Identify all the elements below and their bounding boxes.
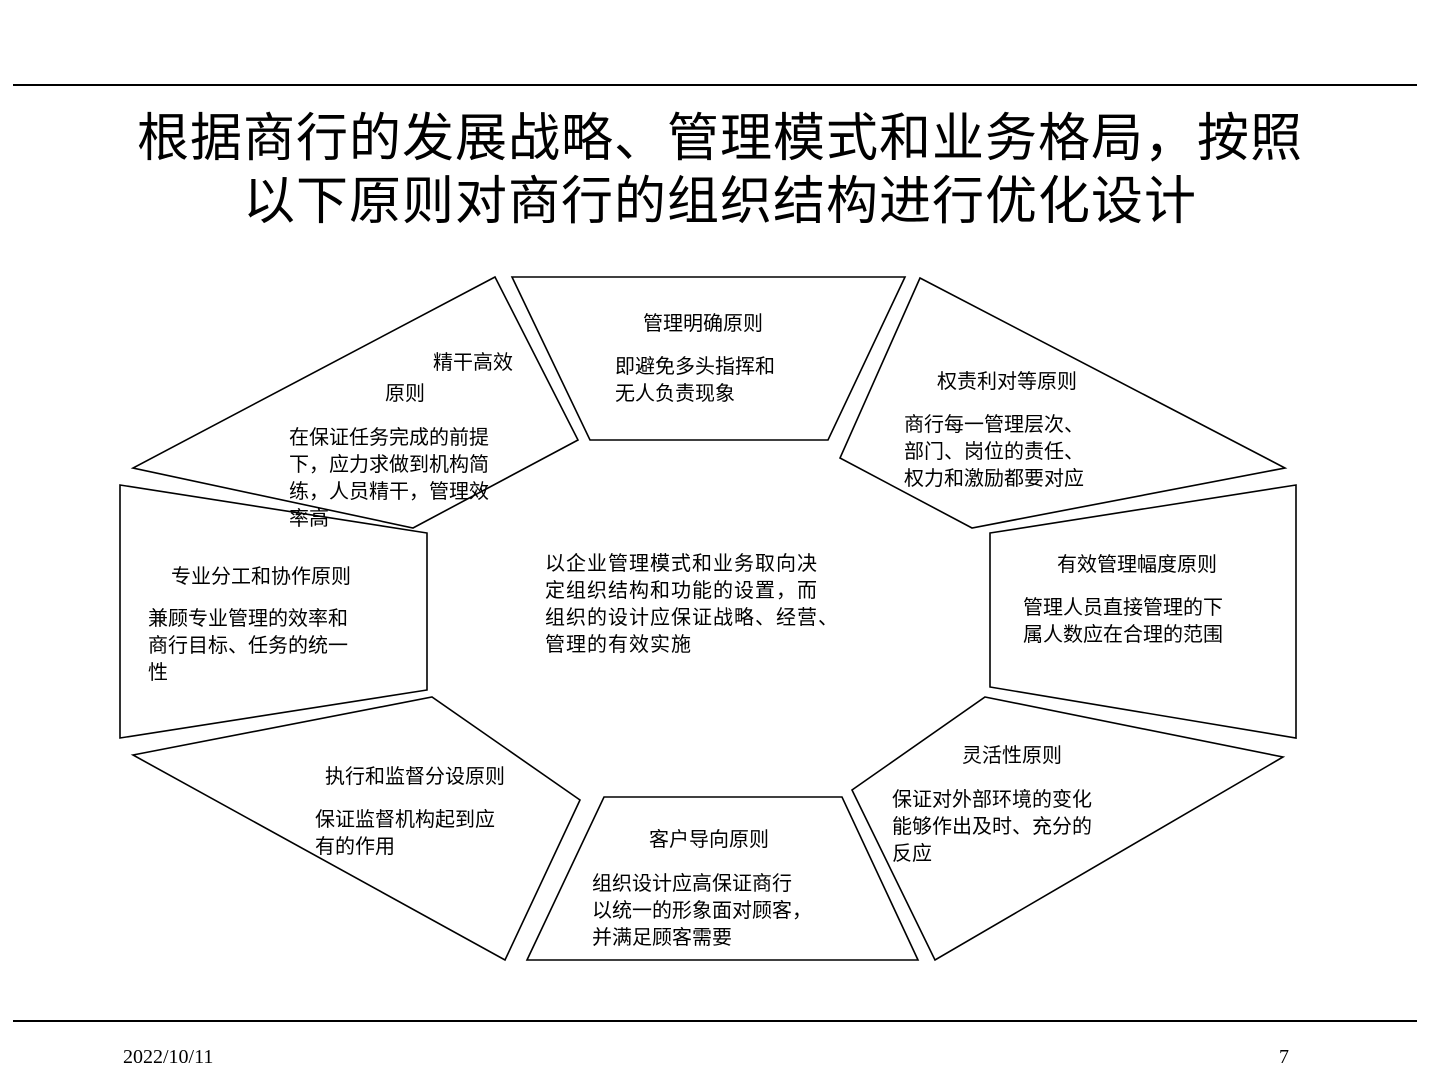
slide-title: 根据商行的发展战略、管理模式和业务格局，按照 以下原则对商行的组织结构进行优化设… bbox=[0, 108, 1440, 234]
effective-span-title: 有效管理幅度原则 bbox=[1057, 552, 1217, 576]
lean-efficient-title-line-2: 原则 bbox=[385, 381, 425, 405]
top-rule bbox=[13, 84, 1417, 86]
flexibility-title: 灵活性原则 bbox=[962, 743, 1062, 767]
effective-span-desc: 管理人员直接管理的下 属人数应在合理的范围 bbox=[1023, 595, 1223, 646]
specialization-desc: 兼顾专业管理的效率和 商行目标、任务的统一 性 bbox=[148, 606, 348, 684]
title-line-2: 以下原则对商行的组织结构进行优化设计 bbox=[242, 172, 1197, 232]
footer-date: 2022/10/11 bbox=[123, 1046, 214, 1068]
shape-specialization bbox=[119, 484, 428, 739]
customer-oriented-title: 客户导向原则 bbox=[649, 827, 769, 851]
title-line-1: 根据商行的发展战略、管理模式和业务格局，按照 bbox=[136, 109, 1303, 169]
clear-management-desc: 即避免多头指挥和 无人负责现象 bbox=[615, 354, 775, 405]
shape-flexibility bbox=[850, 696, 1286, 962]
bottom-rule bbox=[13, 1020, 1417, 1022]
shape-clear-management bbox=[510, 276, 907, 441]
equal-rights-title: 权责利对等原则 bbox=[937, 369, 1077, 393]
customer-oriented-desc: 组织设计应高保证商行 以统一的形象面对顾客， 并满足顾客需要 bbox=[592, 871, 812, 949]
flexibility-desc: 保证对外部环境的变化 能够作出及时、充分的 反应 bbox=[892, 787, 1092, 865]
shape-customer-oriented bbox=[525, 796, 920, 961]
equal-rights-desc: 商行每一管理层次、 部门、岗位的责任、 权力和激励都要对应 bbox=[904, 412, 1084, 490]
execution-supervision-title: 执行和监督分设原则 bbox=[325, 764, 505, 788]
clear-management-title: 管理明确原则 bbox=[643, 311, 763, 335]
page-number: 7 bbox=[1279, 1046, 1289, 1068]
center-text: 以企业管理模式和业务取向决 定组织结构和功能的设置，而 组织的设计应保证战略、经… bbox=[545, 551, 839, 656]
shape-execution-supervision bbox=[130, 696, 582, 962]
specialization-title: 专业分工和协作原则 bbox=[171, 564, 351, 588]
shape-lean-efficient bbox=[130, 275, 580, 529]
execution-supervision-desc: 保证监督机构起到应 有的作用 bbox=[315, 807, 495, 858]
shape-effective-span bbox=[989, 484, 1297, 739]
shape-equal-rights bbox=[838, 276, 1288, 529]
lean-efficient-title-line-1: 精干高效 bbox=[433, 350, 513, 374]
lean-efficient-desc: 在保证任务完成的前提 下，应力求做到机构简 练，人员精干，管理效 率高 bbox=[289, 425, 489, 530]
